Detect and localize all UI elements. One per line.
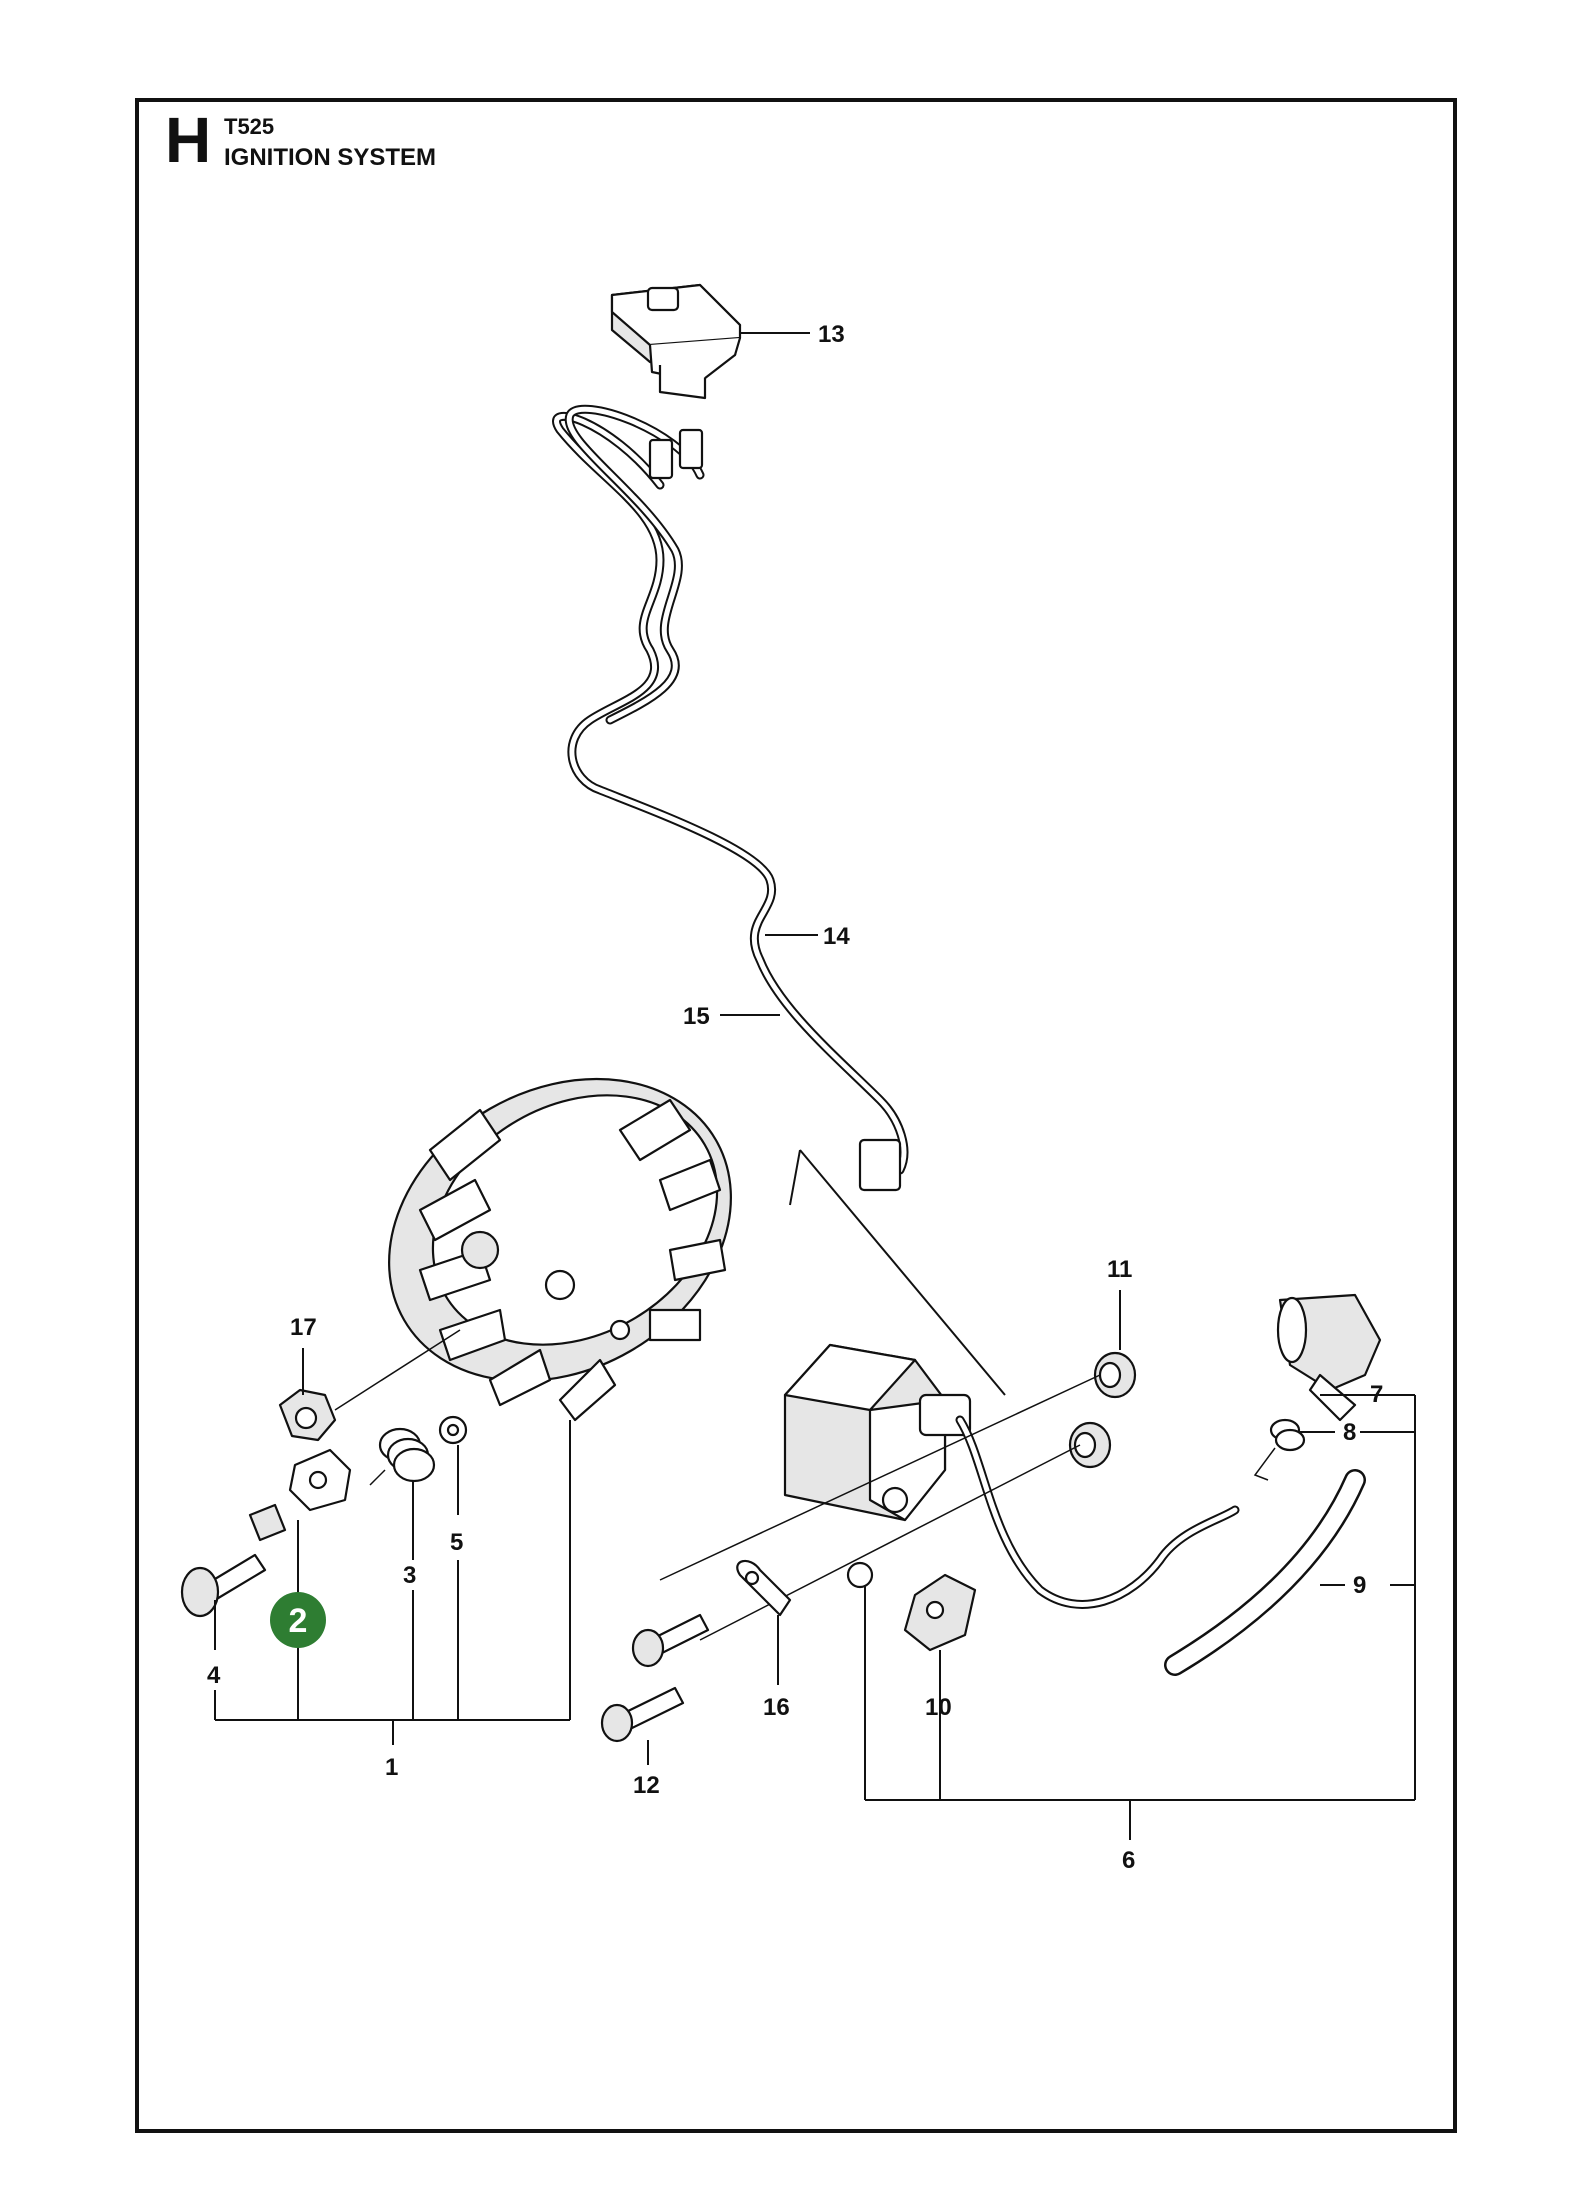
callout-17: 17: [290, 1314, 317, 1341]
highlight-badge: 2: [270, 1592, 326, 1648]
callout-5: 5: [450, 1529, 463, 1556]
callout-13: 13: [818, 321, 845, 348]
cable-holder-part[interactable]: [903, 1573, 977, 1652]
ignition-module-part[interactable]: [783, 1343, 1240, 1609]
callout-10: 10: [925, 1694, 952, 1721]
section-letter: H: [165, 104, 212, 176]
callout-labels: 13 14 15 17 11 7 8 9 3 5 4 1 16 10 12 6: [207, 321, 1383, 1874]
flywheel-nut-part[interactable]: [278, 1388, 337, 1442]
callout-7: 7: [1370, 1381, 1383, 1408]
page-title: IGNITION SYSTEM: [224, 144, 437, 171]
spacer-part[interactable]: [1068, 1351, 1137, 1469]
ground-terminal-part[interactable]: [736, 1559, 792, 1617]
leader-lines: [214, 332, 1416, 1840]
callout-12: 12: [633, 1772, 660, 1799]
callout-16: 16: [763, 1694, 790, 1721]
protective-hose-part[interactable]: [1164, 1469, 1366, 1676]
spark-plug-boot-part[interactable]: [1276, 1293, 1382, 1422]
ignition-wire-harness: [552, 404, 909, 1192]
pawl-screw-part[interactable]: [180, 1553, 267, 1618]
spring-part[interactable]: [369, 1427, 436, 1486]
module-screw-part[interactable]: [600, 1613, 710, 1743]
model-name: T525: [224, 114, 275, 139]
callout-14: 14: [823, 923, 850, 950]
callout-1: 1: [385, 1754, 398, 1781]
callout-9: 9: [1353, 1572, 1366, 1599]
flywheel-part[interactable]: [334, 1019, 786, 1441]
callout-4: 4: [207, 1662, 221, 1689]
callout-8: 8: [1343, 1419, 1356, 1446]
pawl-part[interactable]: [248, 1448, 352, 1542]
washer-part[interactable]: [438, 1415, 468, 1445]
stop-switch-part[interactable]: [610, 283, 742, 400]
callout-11: 11: [1107, 1256, 1132, 1283]
callout-3: 3: [403, 1562, 416, 1589]
callout-6: 6: [1122, 1847, 1135, 1874]
page-border: [135, 98, 1457, 2133]
callout-15: 15: [683, 1003, 710, 1030]
contact-spring-part[interactable]: [1253, 1418, 1306, 1481]
highlight-badge-number: 2: [289, 1602, 308, 1640]
